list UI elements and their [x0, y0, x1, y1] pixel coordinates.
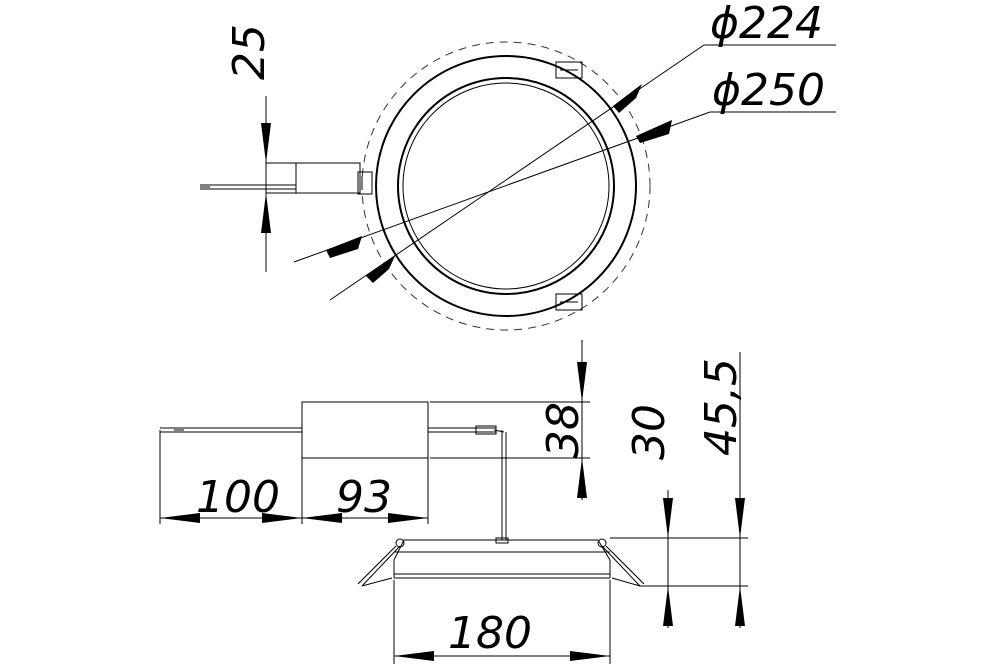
- diffuser-inner: [402, 82, 610, 290]
- dim-height-45-5: 45,5: [696, 358, 747, 456]
- dim-height-25: 25: [224, 24, 275, 80]
- spring-clip-top: [555, 61, 583, 79]
- spring-clip-left: [357, 171, 373, 195]
- driver-box-top: [295, 162, 361, 194]
- spring-left: [357, 538, 405, 587]
- dim-width-93: 93: [336, 472, 392, 523]
- dim-height-30: 30: [624, 404, 675, 460]
- spring-right: [597, 538, 645, 587]
- dim-width-180: 180: [448, 608, 532, 659]
- side-view: 100 93 180 38 30 45,5: [159, 340, 748, 664]
- driver-box-side: [301, 401, 429, 459]
- dim-diameter-224: ϕ224: [710, 0, 823, 49]
- outer-rim: [375, 55, 637, 317]
- dim-diameter-250: ϕ250: [712, 65, 825, 116]
- dim-height-38: 38: [538, 402, 589, 458]
- top-view: 25 ϕ224 ϕ250: [200, 0, 836, 331]
- fixture-body: [393, 537, 611, 579]
- spring-clip-bottom: [555, 293, 583, 311]
- dim-width-100: 100: [196, 472, 280, 523]
- diffuser-outer: [397, 77, 615, 295]
